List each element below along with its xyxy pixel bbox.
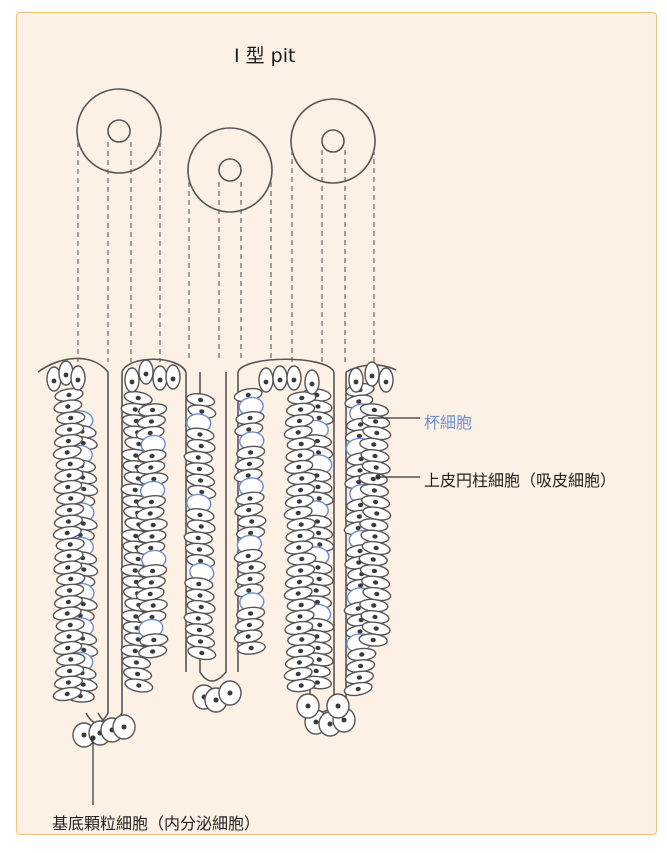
surface-cell xyxy=(71,366,85,390)
crypt-base-cell xyxy=(327,694,349,718)
pit-opening-3 xyxy=(291,99,375,183)
surface-cell xyxy=(273,366,287,390)
basal-granular-cell-label: 基底顆粒細胞（内分泌細胞） xyxy=(52,810,260,834)
pit-opening-2-lumen xyxy=(219,159,241,181)
pit-openings xyxy=(77,89,375,212)
crypt-outlines xyxy=(38,358,396,723)
surface-cell xyxy=(287,366,301,390)
crypt-base-cell xyxy=(297,694,319,718)
surface-cell xyxy=(349,368,363,392)
diagram-title: I 型 pit xyxy=(234,41,295,68)
columnar-cell-label: 上皮円柱細胞（吸皮細胞） xyxy=(424,467,616,491)
surface-cell xyxy=(125,368,139,392)
surface-cell xyxy=(153,366,167,390)
surface-cell xyxy=(259,368,273,392)
crypt-base-cell xyxy=(113,715,135,739)
surface-cell xyxy=(305,370,319,394)
epithelial-cells xyxy=(47,360,393,747)
pit-opening-2 xyxy=(188,128,272,212)
pit-opening-3-lumen xyxy=(322,130,344,152)
pit-opening-1 xyxy=(77,89,161,173)
goblet-cell-label: 杯細胞 xyxy=(424,409,472,433)
surface-cell xyxy=(166,365,180,389)
surface-cell xyxy=(139,360,153,384)
projection-lines xyxy=(78,142,374,362)
pit-opening-1-lumen xyxy=(108,120,130,142)
surface-cell xyxy=(365,362,379,386)
crypt-base-cell xyxy=(219,681,241,705)
surface-cell xyxy=(379,368,393,392)
